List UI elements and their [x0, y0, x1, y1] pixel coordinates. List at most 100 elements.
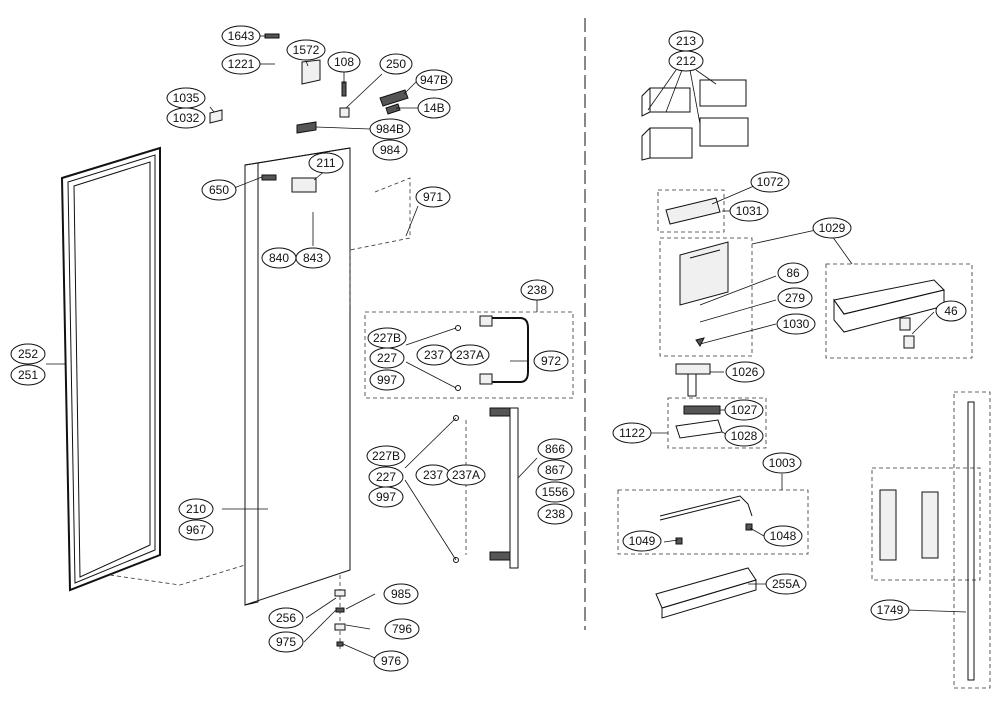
callout-843: 843 [295, 247, 331, 269]
callout-1031: 1031 [729, 200, 769, 222]
handle-group-top [364, 311, 574, 399]
svg-text:1003: 1003 [769, 456, 796, 470]
callout-213: 213 [668, 30, 704, 52]
callout-796: 796 [384, 618, 420, 640]
callout-967: 967 [178, 519, 214, 541]
callout-866: 866 [537, 438, 573, 460]
callout-237a-bottom: 237A [446, 464, 486, 486]
svg-text:250: 250 [386, 57, 406, 71]
svg-text:1749: 1749 [877, 603, 904, 617]
svg-text:1643: 1643 [228, 29, 255, 43]
svg-text:252: 252 [18, 347, 38, 361]
callout-237a-top: 237A [450, 344, 490, 366]
callout-14b: 14B [417, 97, 451, 119]
svg-text:256: 256 [276, 611, 296, 625]
callout-1035: 1035 [166, 87, 206, 109]
svg-text:108: 108 [334, 55, 354, 69]
callout-250: 250 [379, 53, 413, 75]
svg-text:210: 210 [186, 502, 206, 516]
svg-text:1048: 1048 [770, 529, 797, 543]
svg-text:237A: 237A [452, 468, 480, 482]
vertical-rail-part [871, 391, 991, 689]
svg-text:1032: 1032 [173, 111, 200, 125]
callout-971: 971 [415, 186, 451, 208]
svg-text:947B: 947B [420, 73, 448, 87]
callout-227-bottom: 227 [368, 466, 404, 488]
door-panel-part [244, 147, 351, 606]
callout-46: 46 [935, 300, 967, 322]
bottom-door-bin-part [655, 567, 768, 619]
svg-text:237: 237 [424, 348, 444, 362]
svg-text:237: 237 [423, 468, 443, 482]
callout-1030: 1030 [776, 313, 816, 335]
svg-text:227: 227 [377, 351, 397, 365]
callout-labels: 1643 1221 1572 108 250 947B 14B 1035 103… [10, 25, 967, 672]
door-bins-group [641, 79, 749, 161]
wire-rack-group [617, 474, 809, 555]
svg-text:1049: 1049 [629, 534, 656, 548]
svg-text:46: 46 [944, 304, 958, 318]
callout-227b-top: 227B [367, 327, 407, 349]
svg-text:227B: 227B [373, 331, 401, 345]
door-gasket-part [60, 146, 161, 592]
svg-text:227B: 227B [372, 449, 400, 463]
svg-text:213: 213 [676, 34, 696, 48]
callout-1572: 1572 [286, 39, 326, 61]
shelf-cover-group [657, 185, 755, 233]
callout-238-bottom: 238 [537, 503, 573, 525]
callout-1048: 1048 [763, 525, 803, 547]
svg-text:1122: 1122 [619, 426, 645, 440]
callout-108: 108 [327, 51, 361, 73]
svg-text:1035: 1035 [173, 91, 200, 105]
svg-text:1029: 1029 [819, 221, 846, 235]
svg-text:14B: 14B [423, 101, 444, 115]
callout-1049: 1049 [622, 530, 662, 552]
leader-lines-212 [647, 52, 717, 125]
hinge-parts-bottom [334, 575, 346, 650]
svg-text:1031: 1031 [736, 204, 763, 218]
bracket-971 [349, 177, 411, 305]
small-top-parts [209, 33, 409, 134]
gasket-link-dashes [109, 564, 246, 586]
svg-text:1572: 1572 [293, 43, 320, 57]
svg-text:238: 238 [545, 507, 565, 521]
callout-1028: 1028 [724, 425, 764, 447]
callout-227-top: 227 [369, 347, 405, 369]
callout-867: 867 [537, 459, 573, 481]
svg-text:255A: 255A [772, 577, 800, 591]
svg-text:985: 985 [391, 587, 411, 601]
callout-212: 212 [668, 50, 704, 72]
svg-text:279: 279 [785, 291, 805, 305]
callout-984b: 984B [369, 118, 411, 140]
crisper-tray-group [825, 235, 973, 359]
filter-assembly-group [650, 397, 767, 449]
svg-text:976: 976 [381, 654, 401, 668]
callout-227b-bottom: 227B [366, 445, 406, 467]
callout-1556: 1556 [535, 481, 575, 503]
callout-997-top: 997 [369, 369, 405, 391]
callout-997-bottom: 997 [368, 486, 404, 508]
svg-text:967: 967 [186, 523, 206, 537]
svg-text:1030: 1030 [783, 317, 810, 331]
shelf-bracket-group [659, 229, 817, 357]
svg-text:1556: 1556 [542, 485, 569, 499]
svg-text:840: 840 [269, 251, 289, 265]
callout-86: 86 [777, 262, 809, 284]
svg-text:972: 972 [541, 354, 561, 368]
svg-text:975: 975 [276, 635, 296, 649]
svg-text:843: 843 [303, 251, 323, 265]
svg-text:971: 971 [423, 190, 443, 204]
callout-972: 972 [533, 350, 569, 372]
callout-210: 210 [178, 498, 214, 520]
callout-252: 252 [10, 343, 46, 365]
svg-text:1027: 1027 [731, 403, 758, 417]
callout-1643: 1643 [221, 25, 261, 47]
svg-text:1026: 1026 [732, 365, 759, 379]
callout-650: 650 [201, 179, 237, 201]
callout-984: 984 [372, 139, 408, 161]
svg-text:251: 251 [18, 368, 38, 382]
callout-1122: 1122 [612, 422, 652, 444]
svg-text:1072: 1072 [757, 175, 784, 189]
svg-text:212: 212 [676, 54, 696, 68]
